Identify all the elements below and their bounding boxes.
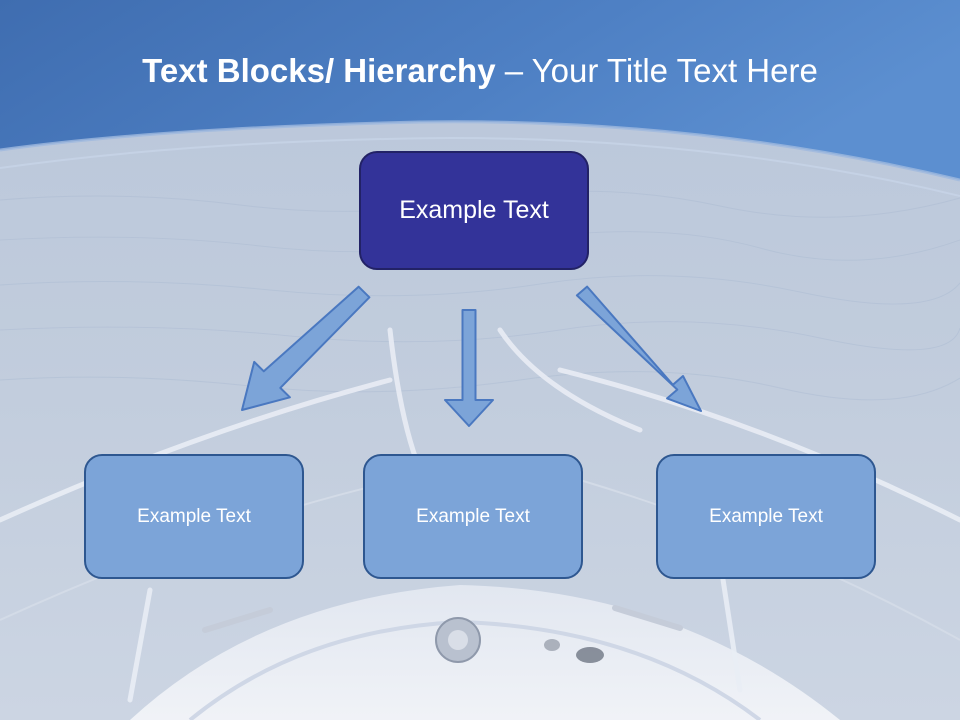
child-node-label: Example Text [416,505,530,527]
title-normal-part: Your Title Text Here [531,52,818,89]
title-separator: – [495,52,532,89]
child-node-label: Example Text [709,505,823,527]
arrow-down-left [241,285,371,411]
top-node[interactable]: Example Text [359,151,589,270]
child-node-label: Example Text [137,505,251,527]
child-node-right[interactable]: Example Text [656,454,876,579]
child-node-center[interactable]: Example Text [363,454,583,579]
child-node-left[interactable]: Example Text [84,454,304,579]
arrow-down-center [444,309,494,427]
slide-title: Text Blocks/ Hierarchy – Your Title Text… [0,52,960,90]
arrow-down-right [575,285,702,412]
title-bold-part: Text Blocks/ Hierarchy [142,52,496,89]
top-node-label: Example Text [399,196,549,224]
